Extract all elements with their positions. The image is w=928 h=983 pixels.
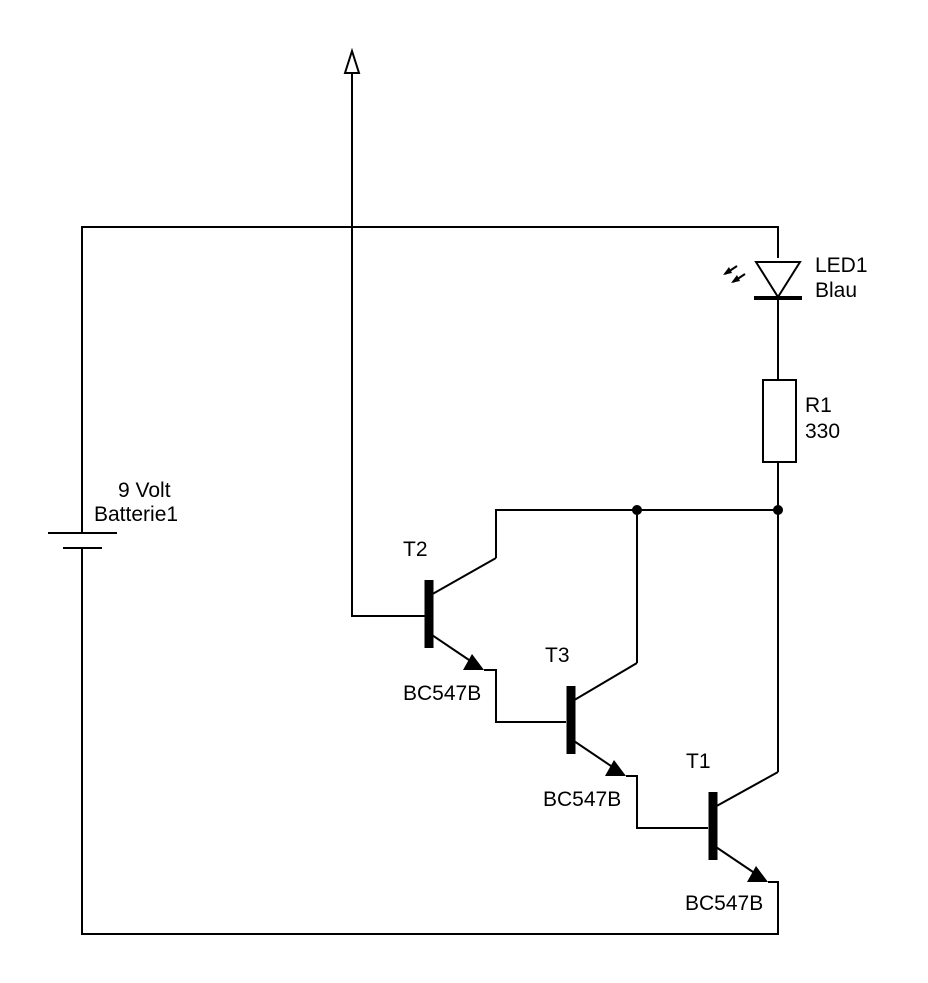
probe-arrow	[343, 47, 426, 617]
collector-bus	[495, 505, 783, 663]
battery-voltage-label: 9 Volt	[118, 479, 171, 502]
transistor-t3	[566, 662, 708, 829]
t1-type-label: BC547B	[685, 892, 763, 915]
t3-name-label: T3	[545, 644, 570, 667]
resistor-name-label: R1	[805, 394, 832, 417]
battery-symbol	[48, 532, 117, 549]
led-name-label: LED1	[815, 254, 868, 277]
t1-name-label: T1	[686, 750, 711, 773]
t2-type-label: BC547B	[403, 682, 481, 705]
t2-name-label: T2	[403, 538, 428, 561]
transistor-t2	[424, 557, 566, 723]
led-symbol	[723, 261, 802, 380]
junction-dot	[773, 505, 783, 515]
transistor-t1	[708, 771, 779, 886]
battery-name-label: Batterie1	[94, 503, 178, 526]
led-color-label: Blau	[815, 279, 857, 302]
battery-loop-wires	[81, 226, 779, 935]
t3-type-label: BC547B	[543, 788, 621, 811]
junction-dot	[632, 505, 642, 515]
resistor-value-label: 330	[805, 420, 840, 443]
resistor-symbol	[762, 379, 797, 772]
